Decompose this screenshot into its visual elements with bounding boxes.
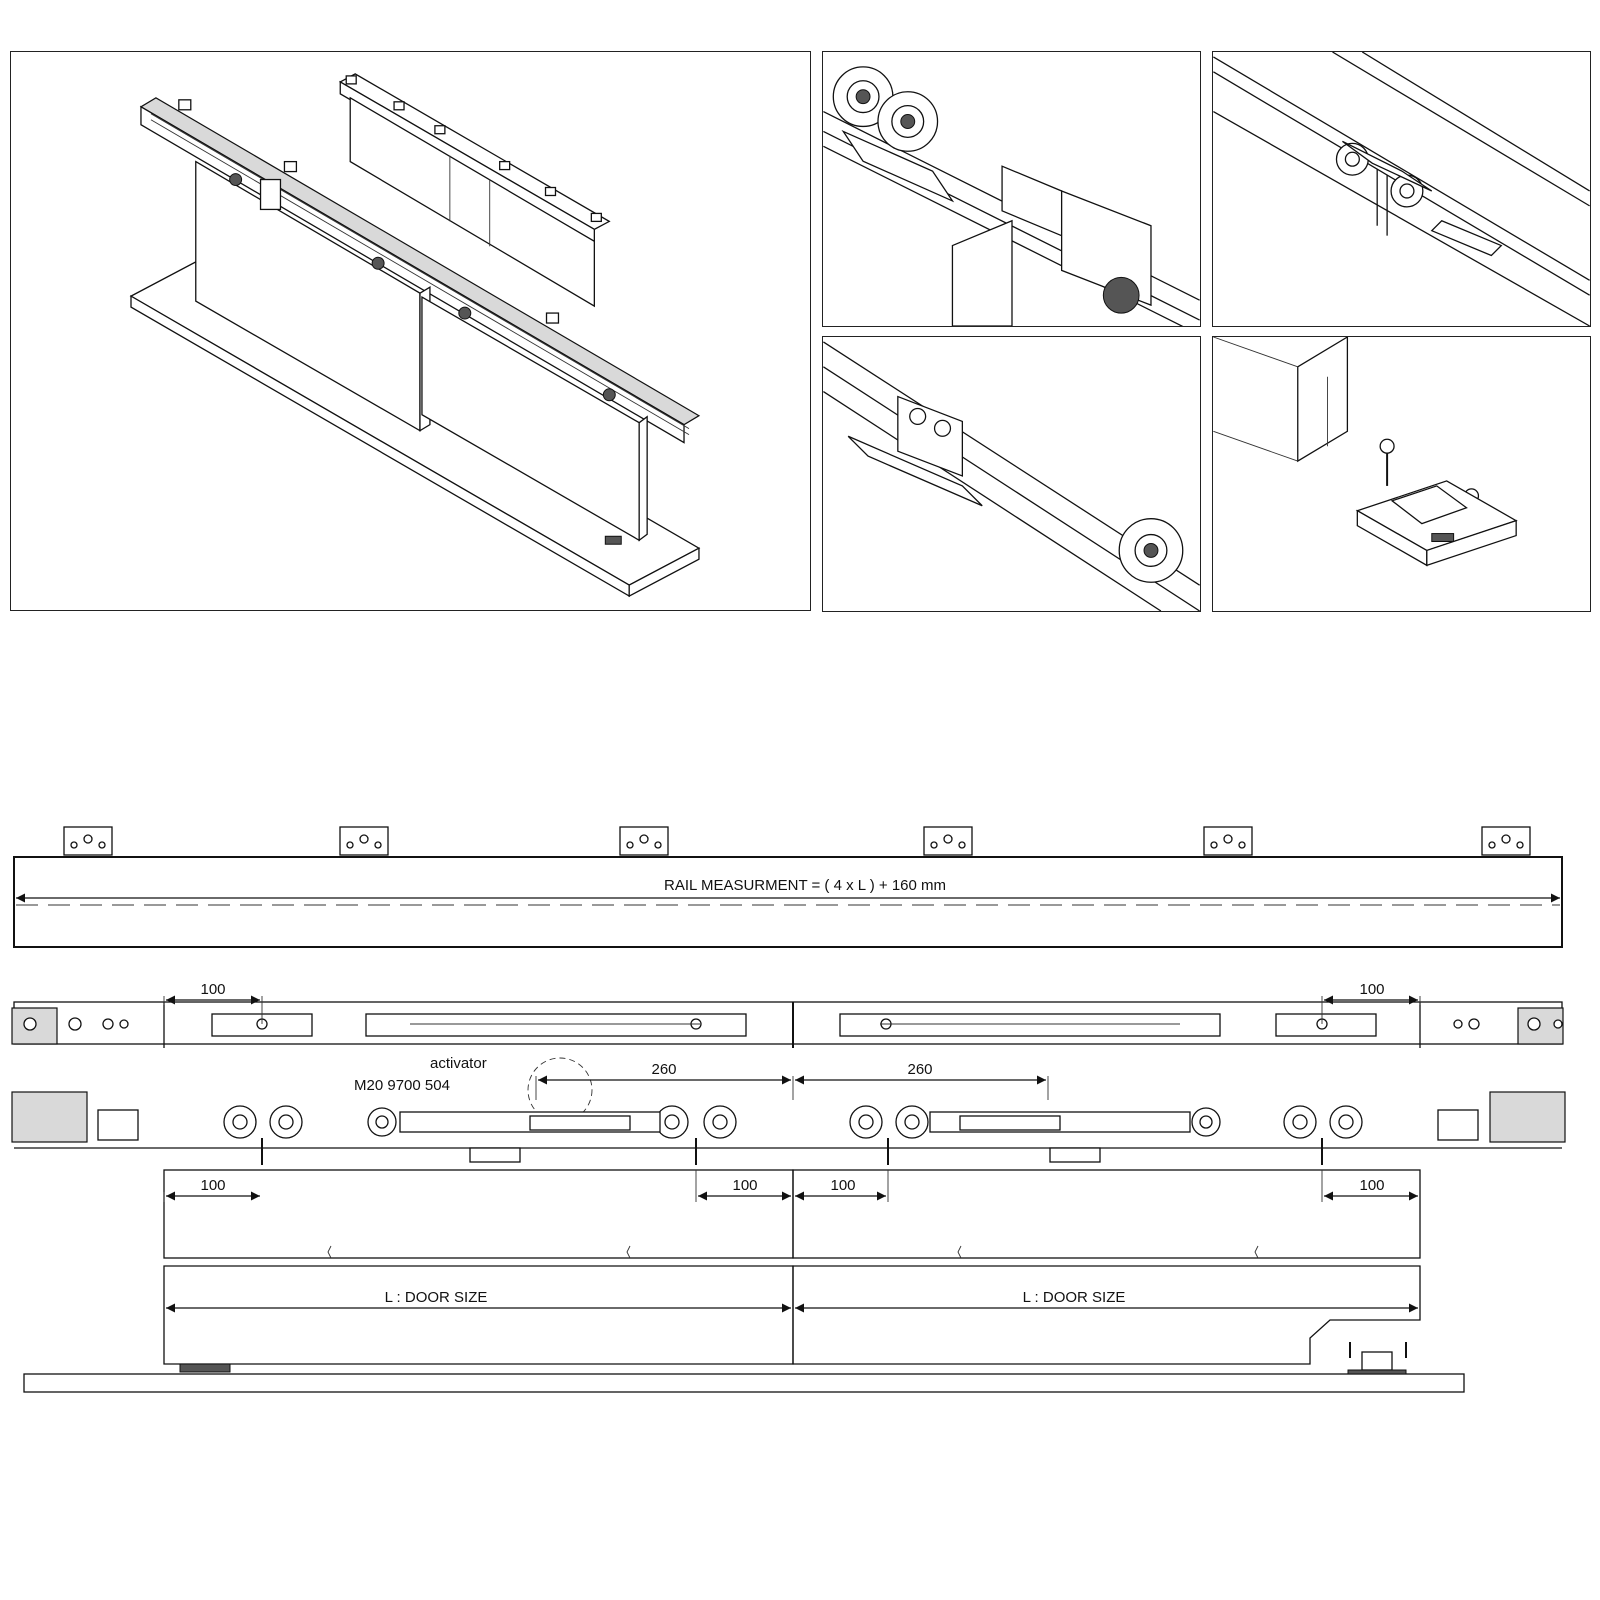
ceiling-bracket-row <box>63 826 1531 856</box>
roller-wheel-icon-2 <box>1118 518 1184 583</box>
overview-isometric-drawing <box>129 73 701 598</box>
detail-panel-bracket <box>822 336 1201 612</box>
door-panel-right-lower <box>792 1265 1421 1365</box>
detail-panel-stopper <box>1212 51 1591 327</box>
top-view-track <box>11 1001 1564 1048</box>
ceiling-bracket-icon-6 <box>1481 826 1531 856</box>
detail-panel-roller-trolley <box>822 51 1201 327</box>
end-stop-left-icon <box>11 1091 88 1143</box>
ceiling-bracket-icon-3 <box>619 826 669 856</box>
end-stop-right-icon <box>1489 1091 1566 1143</box>
side-view-hardware <box>11 1091 1566 1165</box>
dim-260-left-label: 260 <box>651 1061 676 1078</box>
dim-door2-right-label: 100 <box>1359 1177 1384 1194</box>
ceiling-bracket-icon-2 <box>339 826 389 856</box>
roller-trolley-icon-2 <box>367 1105 737 1165</box>
roller-trolley-icon-4 <box>1283 1105 1363 1165</box>
roller-trolley-icon-3 <box>849 1105 1221 1165</box>
activator-label: activator <box>430 1055 487 1072</box>
detail-panel-floor-guide <box>1212 336 1591 612</box>
activator-mechanism-icon <box>529 1115 631 1131</box>
activator-code-label: M20 9700 504 <box>354 1077 450 1094</box>
floor-guide-icon <box>1347 1342 1407 1375</box>
door-size-left-label: L : DOOR SIZE <box>385 1289 488 1306</box>
dim-top-left-label: 100 <box>200 981 225 998</box>
roller-trolley-icon-1 <box>223 1105 303 1165</box>
dim-top-right-label: 100 <box>1359 981 1384 998</box>
dim-260-right-label: 260 <box>907 1061 932 1078</box>
mounting-plate <box>847 435 983 507</box>
detail-roller-trolley-drawing <box>823 66 1200 326</box>
door-panel-left-lower <box>163 1265 794 1365</box>
detail-floor-guide-drawing <box>1213 337 1518 567</box>
detail-bracket-drawing <box>823 341 1200 611</box>
dim-door2-left-label: 100 <box>830 1177 855 1194</box>
ceiling-bracket-icon-4 <box>923 826 973 856</box>
door-size-right-label: L : DOOR SIZE <box>1023 1289 1126 1306</box>
stopper-screw-icon <box>1335 142 1424 208</box>
technical-dimension-drawing: RAIL MEASURMENT = ( 4 x L ) + 160 mm 100… <box>11 826 1566 1393</box>
ceiling-bracket-icon-5 <box>1203 826 1253 856</box>
door-panel-right-upper <box>792 1169 1421 1259</box>
break-marks <box>327 1245 1259 1259</box>
ceiling-bracket-icon-1 <box>63 826 113 856</box>
upper-door-panel <box>349 96 595 308</box>
overview-isometric-panel <box>10 51 811 611</box>
floor-line <box>23 1373 1465 1393</box>
rail-body <box>13 856 1563 948</box>
roller-wheel-icon <box>832 66 939 152</box>
dim-door1-right-label: 100 <box>732 1177 757 1194</box>
rail-measurement-label: RAIL MEASURMENT = ( 4 x L ) + 160 mm <box>664 877 946 894</box>
dim-door1-left-label: 100 <box>200 1177 225 1194</box>
detail-stopper-drawing <box>1213 52 1590 326</box>
door-panel-left-upper <box>163 1169 794 1259</box>
